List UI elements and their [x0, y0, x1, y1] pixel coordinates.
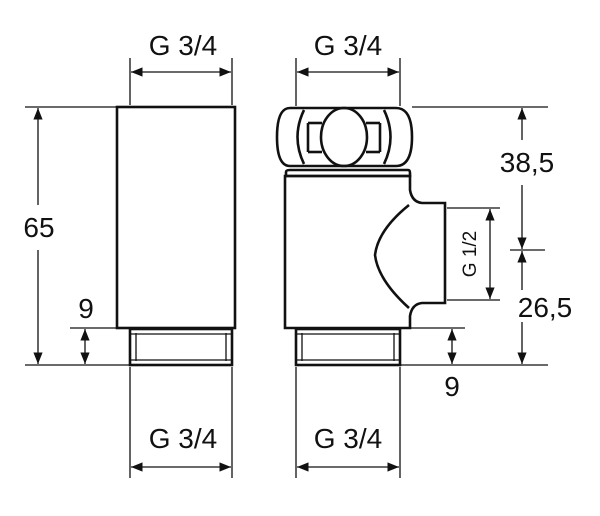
- right-top-thread-label: G 3/4: [314, 30, 382, 61]
- left-thread: [128, 327, 234, 367]
- right-view: G 3/4 G 3/4 G 1/2 38,5 26,5 9: [275, 30, 573, 478]
- upper-height-label: 38,5: [500, 147, 555, 178]
- hex-nut: [275, 106, 414, 168]
- valve-body: [283, 168, 447, 330]
- overall-height-label: 65: [23, 212, 54, 243]
- left-thread-length-label: 9: [78, 293, 94, 324]
- right-thread: [294, 327, 402, 367]
- left-view: G 3/4 G 3/4 65 9: [23, 30, 237, 478]
- right-thread-length-label: 9: [444, 371, 460, 402]
- lower-height-label: 26,5: [518, 292, 573, 323]
- left-body: [115, 105, 237, 330]
- left-top-thread-label: G 3/4: [149, 30, 217, 61]
- left-bottom-thread-label: G 3/4: [149, 423, 217, 454]
- side-outlet-thread-label: G 1/2: [460, 231, 481, 277]
- right-bottom-thread-label: G 3/4: [314, 423, 382, 454]
